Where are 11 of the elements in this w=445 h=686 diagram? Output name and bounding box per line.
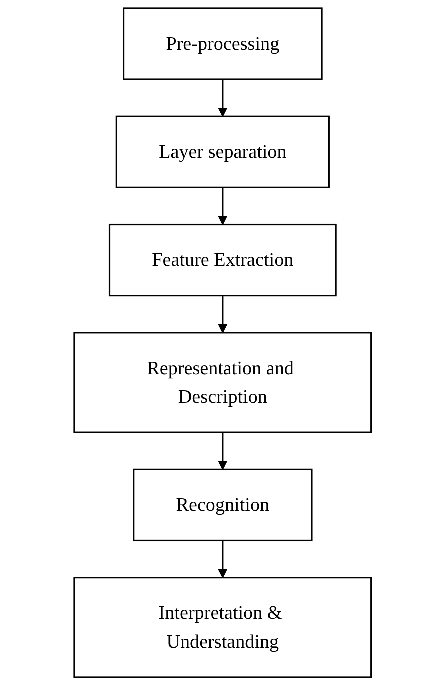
node-box: Pre-processing	[122, 8, 322, 80]
node-box: Feature Extraction	[108, 224, 336, 297]
arrow	[218, 80, 228, 118]
node-box: Interpretation & Understanding	[73, 577, 372, 678]
arrow	[218, 188, 228, 226]
node-box: Layer separation	[115, 116, 330, 188]
arrow	[218, 432, 228, 470]
node-box: Recognition	[132, 468, 312, 542]
node-box: Representation and Description	[73, 332, 372, 434]
arrow	[218, 540, 228, 578]
arrow	[218, 296, 228, 334]
